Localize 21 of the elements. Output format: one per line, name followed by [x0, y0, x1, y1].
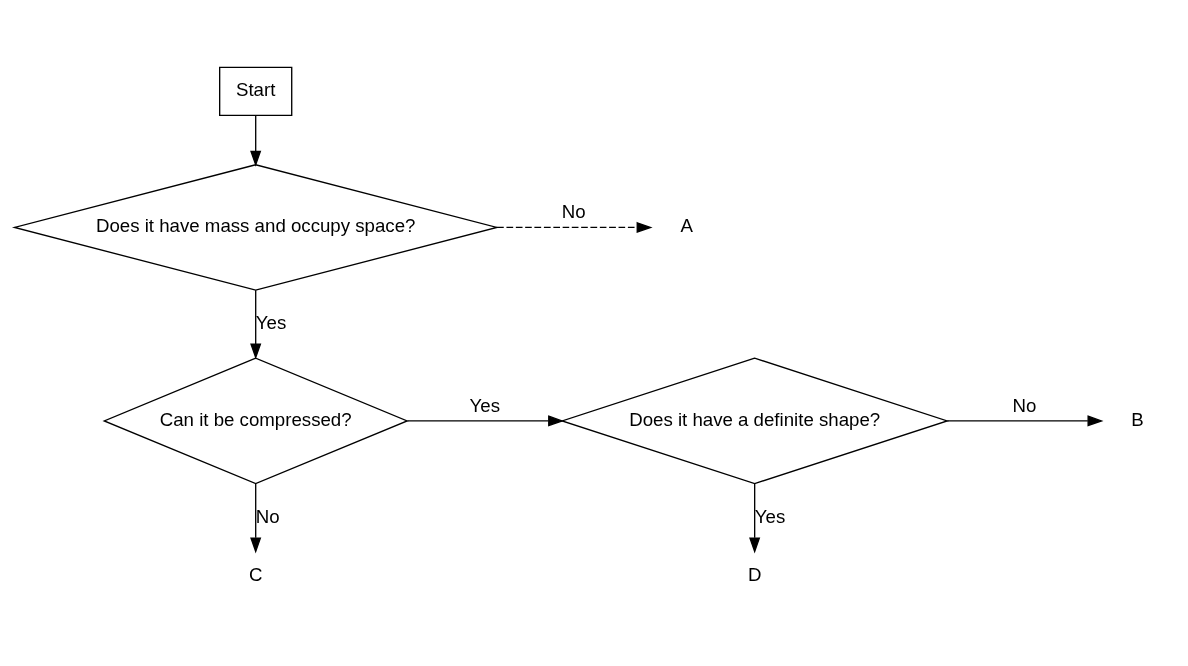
arrow [496, 221, 653, 233]
arrow [250, 114, 262, 167]
edge-label: Yes [469, 394, 500, 416]
node-diamond: Can it be compressed? [102, 356, 409, 484]
arrow [946, 414, 1104, 426]
edge-label: Yes [754, 505, 786, 527]
arrow [749, 482, 761, 553]
node-text: A [680, 214, 693, 236]
arrow [250, 482, 262, 553]
edge-label: No [255, 505, 280, 527]
node-text: B [1131, 408, 1144, 430]
arrow [406, 414, 565, 426]
node-diamond: Does it have mass and occupy space? [11, 163, 500, 291]
node-text: C [248, 563, 263, 585]
edge-label: No [561, 200, 586, 222]
node-text: D [747, 563, 762, 585]
edge-label: Yes [255, 311, 287, 333]
edge-label: No [1012, 394, 1037, 416]
node-diamond: Does it have a definite shape? [560, 357, 950, 484]
node-box: Start [219, 66, 293, 116]
arrow [250, 289, 262, 360]
